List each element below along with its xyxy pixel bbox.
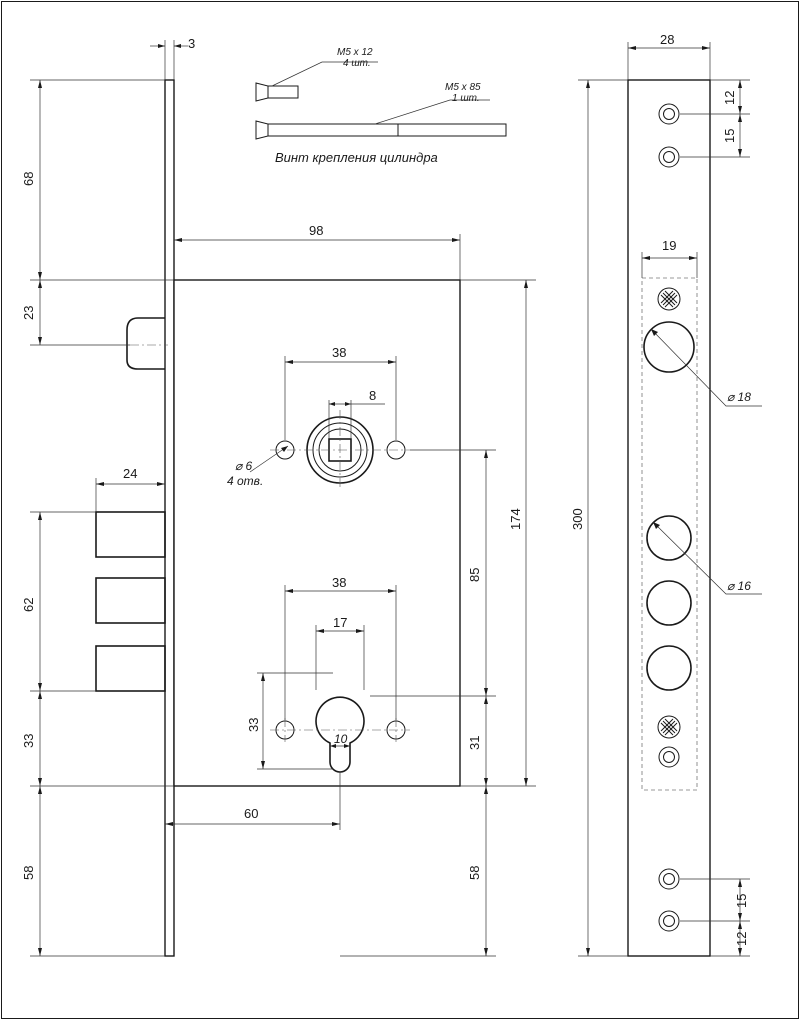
dim-backset: 60 [244,806,258,821]
long-screw-size: M5 x 85 [445,82,481,93]
latch [126,317,165,370]
dim-strike-width: 28 [660,32,674,47]
cross-screw-bottom [657,715,681,739]
dim-case-height: 174 [508,508,523,530]
dim-case-width: 98 [309,223,323,238]
screw-caption: Винт крепления цилиндра [275,150,438,165]
dim-backset-to-cylinder-center: 85 [467,568,482,582]
lock-case [173,279,461,787]
dim-cylinder-to-bottom: 31 [467,736,482,750]
cylinder-cutout [315,696,365,773]
dim-bolt-holes: ⌀ 16 [727,579,751,593]
long-screw [255,120,507,140]
dim-hole-diameter: ⌀ 6 [235,459,253,473]
dim-strike-bottom-hole-1: 15 [734,894,749,908]
latch-hole [643,321,695,373]
dim-bolt-projection: 24 [123,466,137,481]
bolt-hole-2 [646,580,692,626]
spindle-hole-right [386,440,406,460]
bolt-1 [95,511,166,558]
dim-top-to-case: 68 [21,172,36,186]
dim-large-hole: ⌀ 18 [727,390,751,404]
strike-dimension-lines [578,42,762,957]
dim-strike-bottom-hole-2: 12 [734,932,749,946]
dim-spindle-hole-spacing: 38 [332,345,346,360]
dim-spindle-square: 8 [369,388,376,403]
dim-cylinder-width: 17 [333,615,347,630]
dim-lower-bolt-offset: 33 [21,734,36,748]
dim-strike-inner-width: 19 [662,238,676,253]
bolt-3 [95,645,166,692]
dim-strike-top-hole-1: 12 [722,91,737,105]
dim-cylinder-hole-spacing: 38 [332,575,346,590]
dim-strike-top-hole-2: 15 [722,129,737,143]
dim-cylinder-bottom-width: 10 [334,732,348,746]
dim-latch-offset: 23 [21,306,36,320]
strike-pocket-outline [641,277,698,791]
dim-bottom-to-case: 58 [21,866,36,880]
short-screw-size: M5 x 12 [337,47,373,58]
dim-strike-height: 300 [570,508,585,530]
bolt-hole-3 [646,645,692,691]
dim-hole-count: 4 отв. [227,474,263,488]
strike-mounting-holes [658,103,680,932]
dim-faceplate-thickness: 3 [188,36,195,51]
bolt-2 [95,577,166,624]
short-screw-quantity: 4 шт. [343,58,371,69]
dim-bottom-right: 58 [467,866,482,880]
dim-cylinder-screw-offset: 33 [246,718,261,732]
cross-screw-top [657,287,681,311]
bolt-hole-1 [646,515,692,561]
dim-bolt-span: 62 [21,598,36,612]
short-screw [255,82,299,102]
strike-plate [627,79,711,957]
long-screw-quantity: 1 шт. [452,93,480,104]
dimension-lines [30,40,536,957]
